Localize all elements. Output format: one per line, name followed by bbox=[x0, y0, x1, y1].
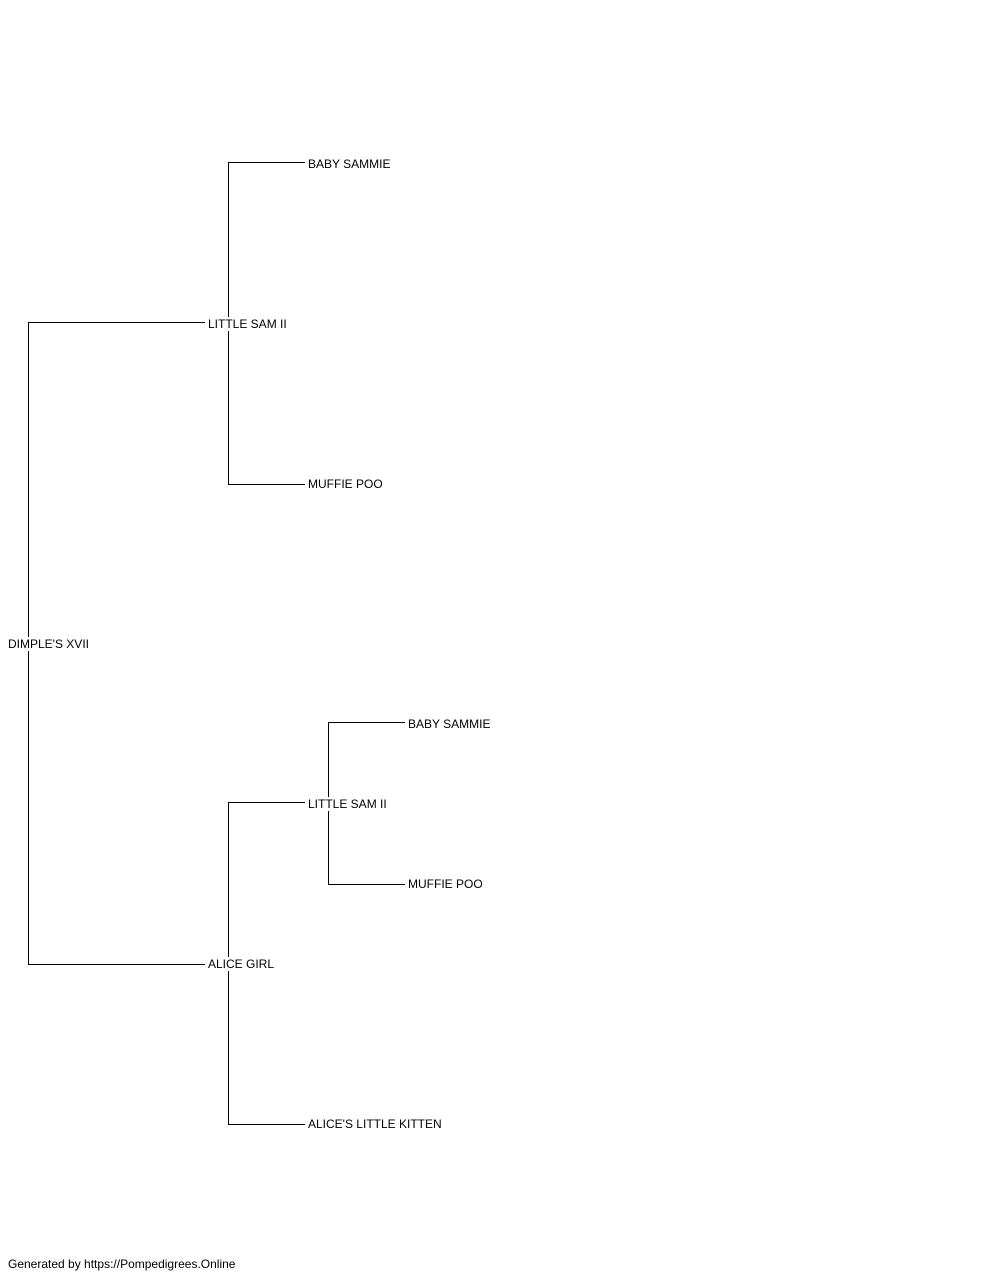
subject-name: DIMPLE'S XVII bbox=[7, 637, 90, 651]
sire-dam-name: MUFFIE POO bbox=[307, 477, 384, 491]
sire-name: LITTLE SAM II bbox=[207, 317, 288, 331]
dam-sire-name: LITTLE SAM II bbox=[307, 797, 388, 811]
dam-sire-sire-name: BABY SAMMIE bbox=[407, 717, 492, 731]
generated-by-footer: Generated by https://Pompedigrees.Online bbox=[8, 1257, 236, 1271]
dam-name: ALICE GIRL bbox=[207, 957, 276, 971]
dam-dam-name: ALICE'S LITTLE KITTEN bbox=[307, 1117, 443, 1131]
dam-sire-dam-name: MUFFIE POO bbox=[407, 877, 484, 891]
sire-sire-name: BABY SAMMIE bbox=[307, 157, 392, 171]
